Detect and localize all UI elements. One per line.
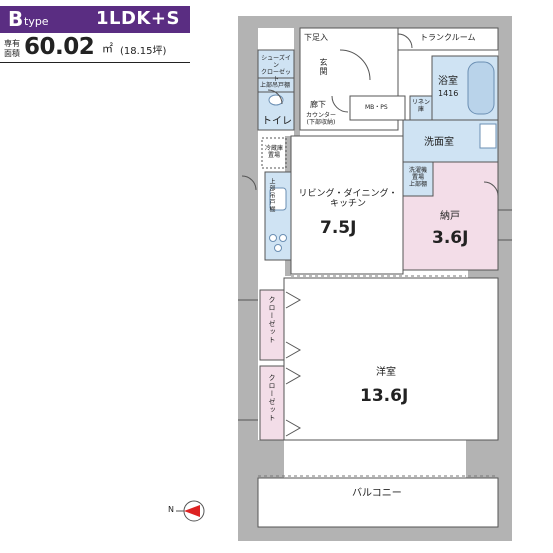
label-toilet: トイレ: [262, 116, 292, 127]
label-trunk-room: トランクルーム: [420, 33, 476, 42]
room-mbps: [349, 95, 406, 121]
wall-partition-hall: [294, 28, 300, 136]
room-balcony: [257, 477, 499, 528]
label-western-room: 洋室: [376, 367, 396, 378]
label-living: リビング・ダイニング・ キッチン: [298, 189, 398, 209]
label-kitchen-cabinet: 上部吊戸棚: [268, 178, 275, 213]
area-tsubo: (18.15坪): [120, 46, 167, 57]
label-mb-ps: MB・PS: [365, 104, 388, 111]
header-underline: [0, 62, 190, 63]
north-compass: N: [168, 499, 208, 523]
label-western-size: 13.6J: [360, 386, 409, 406]
closet-doors: [285, 291, 302, 437]
label-shoes-in-closet: シューズイン クローゼット: [260, 55, 291, 83]
stove-burner-3: [274, 244, 282, 252]
room-linen: [409, 95, 433, 121]
label-linen: リネン 庫: [411, 99, 430, 113]
kitchen-sink: [269, 187, 287, 211]
wall-top: [238, 16, 500, 28]
area-label-line-2: 面積: [4, 49, 20, 58]
door-swings: [241, 33, 499, 197]
wall-bottom: [238, 527, 512, 541]
label-bath: 浴室: [438, 76, 458, 87]
plan-type-word: type: [24, 15, 49, 28]
toilet-bowl: [268, 94, 284, 106]
label-bath-size: 1416: [438, 89, 459, 98]
label-upper-cabinet: 上部吊戸棚: [260, 82, 291, 89]
label-storage-size: 3.6J: [432, 228, 469, 248]
label-hallway: 廊下: [310, 100, 326, 109]
area-value: 60.02: [24, 34, 95, 60]
windows: [238, 209, 512, 421]
stove-burner-2: [279, 234, 287, 242]
room-western: [283, 277, 499, 441]
area-label-line-1: 専有: [4, 39, 20, 48]
area-unit: ㎡: [102, 42, 113, 55]
wall-right-lower: [498, 146, 512, 541]
plan-layout-name: 1LDK+S: [96, 8, 180, 29]
closet-1-area: [259, 289, 285, 361]
washer-overlay: [402, 161, 434, 197]
plan-type-letter: B: [8, 7, 24, 31]
closet-2-area: [259, 365, 285, 441]
stove-burner-1: [269, 234, 277, 242]
label-washroom: 洗面室: [424, 137, 454, 148]
bathtub: [467, 61, 495, 115]
label-shoe-box: 下足入: [304, 33, 328, 42]
wall-column-right: [466, 440, 506, 478]
compass-north-letter: N: [168, 505, 174, 514]
room-trunk: [397, 27, 499, 51]
label-entrance: 玄関: [319, 58, 328, 76]
label-washer: 洗濯機 置場 上部棚: [408, 167, 427, 188]
wall-left: [238, 16, 258, 541]
compass-icon: [176, 500, 205, 522]
label-balcony: バルコニー: [352, 488, 402, 499]
label-closet-1: クローゼット: [268, 296, 276, 344]
label-living-size: 7.5J: [320, 218, 357, 238]
label-counter: カウンター (下部収納): [305, 112, 336, 126]
label-storage-room: 納戸: [440, 211, 460, 222]
wall-column-left: [258, 440, 284, 478]
room-living: [290, 135, 404, 275]
sliding-doors: [258, 275, 498, 477]
walls: [238, 16, 512, 541]
label-closet-2: クローゼット: [268, 374, 276, 422]
washbasin: [479, 123, 497, 149]
label-fridge: 冷蔵庫 置場: [264, 145, 283, 159]
fridge-space: [261, 137, 287, 169]
rooms-base: [257, 27, 499, 528]
wall-right-upper: [498, 16, 512, 146]
area-label: 専有 面積: [4, 39, 22, 59]
plan-type-badge: B type 1LDK+S: [0, 6, 190, 33]
